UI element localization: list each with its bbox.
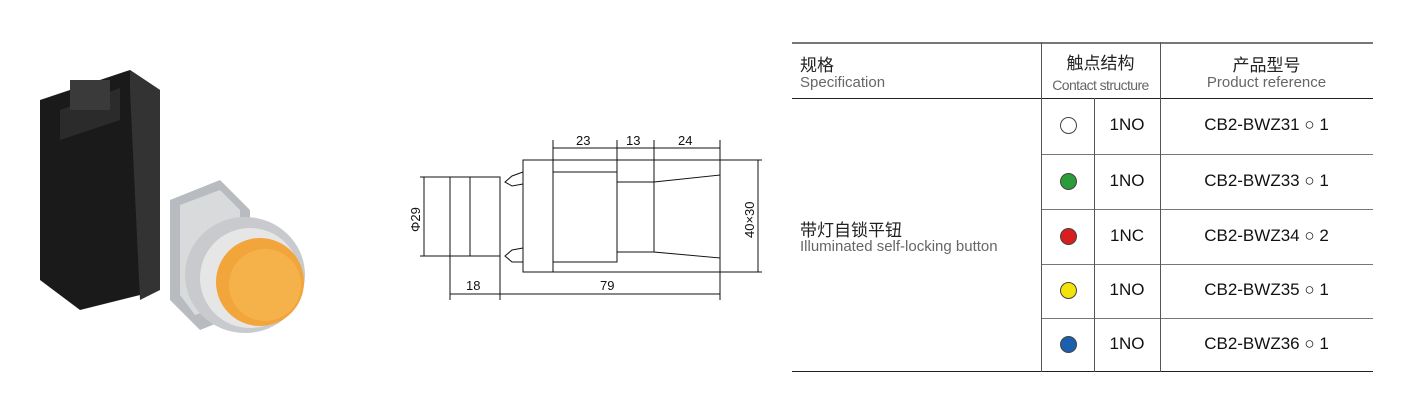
product-ref-cell: CB2-BWZ31 ○ 1 bbox=[1204, 115, 1329, 134]
contact-cell: 1NC bbox=[1109, 225, 1144, 245]
divider bbox=[792, 42, 1373, 44]
dim-23: 23 bbox=[576, 133, 590, 148]
indicator-color-dot bbox=[1060, 335, 1077, 353]
dim-24: 24 bbox=[678, 133, 692, 148]
contact-cell: 1NO bbox=[1109, 170, 1145, 190]
dim-diameter: Φ29 bbox=[408, 207, 423, 232]
divider bbox=[1041, 42, 1042, 372]
divider bbox=[1041, 154, 1373, 155]
contact-cell: 1NO bbox=[1109, 333, 1145, 353]
dim-length: 79 bbox=[600, 278, 614, 293]
indicator-color-dot bbox=[1060, 282, 1077, 299]
dim-front: 18 bbox=[466, 278, 480, 293]
header-spec-zh: 规格 bbox=[800, 56, 834, 75]
product-ref-cell: CB2-BWZ33 ○ 1 bbox=[1204, 170, 1329, 190]
spec-zh: 带灯自锁平钮 bbox=[800, 221, 902, 240]
spec-en: Illuminated self-locking button bbox=[800, 238, 998, 255]
product-ref-cell: CB2-BWZ35 ○ 1 bbox=[1204, 280, 1329, 299]
contact-cell: 1NO bbox=[1109, 280, 1145, 299]
spec-table: 规格 Specification 触点结构 Contact structure … bbox=[792, 42, 1373, 372]
divider bbox=[1041, 264, 1373, 265]
divider bbox=[1094, 98, 1095, 372]
dim-13: 13 bbox=[626, 133, 640, 148]
indicator-color-dot bbox=[1060, 117, 1077, 134]
product-ref-cell: CB2-BWZ34 ○ 2 bbox=[1204, 225, 1329, 245]
header-spec-en: Specification bbox=[800, 74, 886, 91]
header-ref-en: Product reference bbox=[1206, 74, 1327, 91]
header-contact-en: Contact structure bbox=[1052, 77, 1149, 93]
product-ref-cell: CB2-BWZ36 ○ 1 bbox=[1204, 333, 1329, 353]
header-contact-zh: 触点结构 bbox=[1066, 54, 1135, 73]
divider bbox=[1160, 42, 1161, 372]
divider bbox=[792, 371, 1373, 372]
divider bbox=[1041, 209, 1373, 210]
divider bbox=[1041, 318, 1373, 319]
header-ref-zh: 产品型号 bbox=[1232, 56, 1301, 75]
dimension-drawing: 23 13 24 18 79 Φ29 40×30 bbox=[408, 133, 762, 300]
contact-cell: 1NO bbox=[1109, 115, 1145, 134]
divider bbox=[792, 98, 1373, 99]
indicator-color-dot bbox=[1060, 227, 1077, 245]
dim-size: 40×30 bbox=[742, 201, 757, 238]
product-photo bbox=[40, 70, 305, 333]
indicator-color-dot bbox=[1060, 172, 1077, 190]
